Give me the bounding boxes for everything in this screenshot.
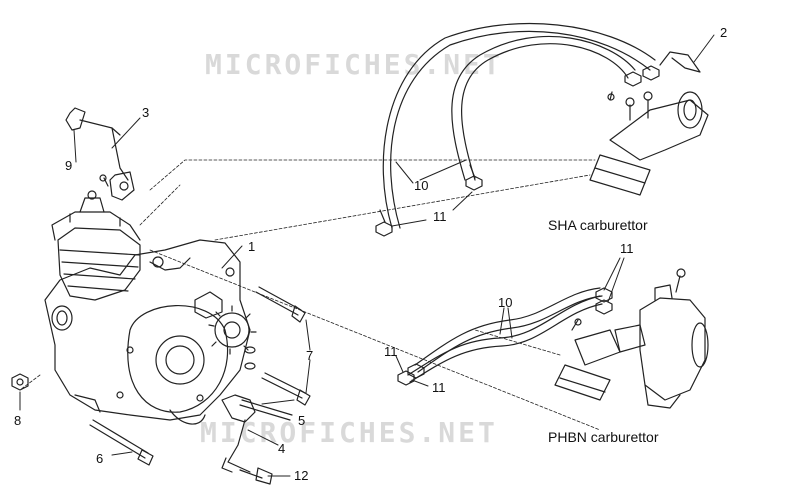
watermark-bottom: MICROFICHES.NET <box>200 416 498 449</box>
caption-phbn-carburettor: PHBN carburettor <box>548 429 659 445</box>
engine-assembly <box>44 190 257 425</box>
callout-2: 2 <box>720 25 728 40</box>
gear-shift-lever <box>221 394 273 485</box>
caption-sha-carburettor: SHA carburettor <box>548 217 648 233</box>
callout-11-phbn-left: 11 <box>384 344 398 359</box>
phbn-carburettor <box>554 268 709 409</box>
callout-3: 3 <box>142 105 150 120</box>
callout-1: 1 <box>248 239 256 254</box>
callout-10-sha: 10 <box>414 178 429 193</box>
callout-6: 6 <box>96 451 104 466</box>
callout-4: 4 <box>278 441 286 456</box>
sha-clamps <box>375 65 660 237</box>
kickstart-lever <box>65 107 135 201</box>
reference-lines <box>19 159 601 431</box>
callout-8: 8 <box>14 413 22 428</box>
callout-11-sha: 11 <box>433 209 447 224</box>
bolts <box>11 286 311 466</box>
callout-7: 7 <box>306 348 314 363</box>
hose-clip-2 <box>659 51 701 73</box>
callout-10-phbn: 10 <box>498 295 513 310</box>
callout-5: 5 <box>298 413 306 428</box>
callout-12: 12 <box>294 468 309 483</box>
callout-11-phbn-bottom: 11 <box>432 380 446 395</box>
callout-11-phbn-top: 11 <box>620 241 634 256</box>
callout-9: 9 <box>65 158 73 173</box>
sha-hoses <box>379 22 656 229</box>
sha-carburettor <box>589 91 709 196</box>
watermark-top: MICROFICHES.NET <box>205 48 503 81</box>
leader-lines <box>19 34 715 477</box>
